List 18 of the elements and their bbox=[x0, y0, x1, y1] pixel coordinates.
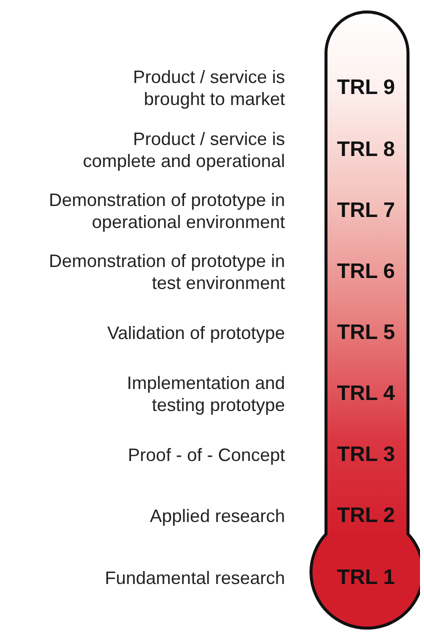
level-description: Applied research bbox=[148, 505, 285, 527]
level-label: TRL 7 bbox=[337, 199, 395, 223]
level-description: Product / service is brought to market bbox=[132, 66, 285, 110]
level-label: TRL 2 bbox=[337, 504, 395, 528]
level-description: Product / service is complete and operational bbox=[82, 128, 285, 172]
level-description: Demonstration of prototype in test environment bbox=[48, 250, 285, 294]
level-label: TRL 8 bbox=[337, 138, 395, 162]
level-label: TRL 5 bbox=[337, 321, 395, 345]
level-label: TRL 3 bbox=[337, 443, 395, 467]
level-label: TRL 6 bbox=[337, 260, 395, 284]
level-description: Proof - of - Concept bbox=[126, 444, 285, 466]
level-label: TRL 4 bbox=[337, 382, 395, 406]
level-description: Implementation and testing prototype bbox=[126, 372, 285, 416]
level-label: TRL 1 bbox=[337, 566, 395, 590]
level-description: Fundamental research bbox=[104, 567, 285, 589]
level-description: Demonstration of prototype in operational environment bbox=[48, 189, 285, 233]
level-label: TRL 9 bbox=[337, 76, 395, 100]
level-description: Validation of prototype bbox=[106, 322, 285, 344]
